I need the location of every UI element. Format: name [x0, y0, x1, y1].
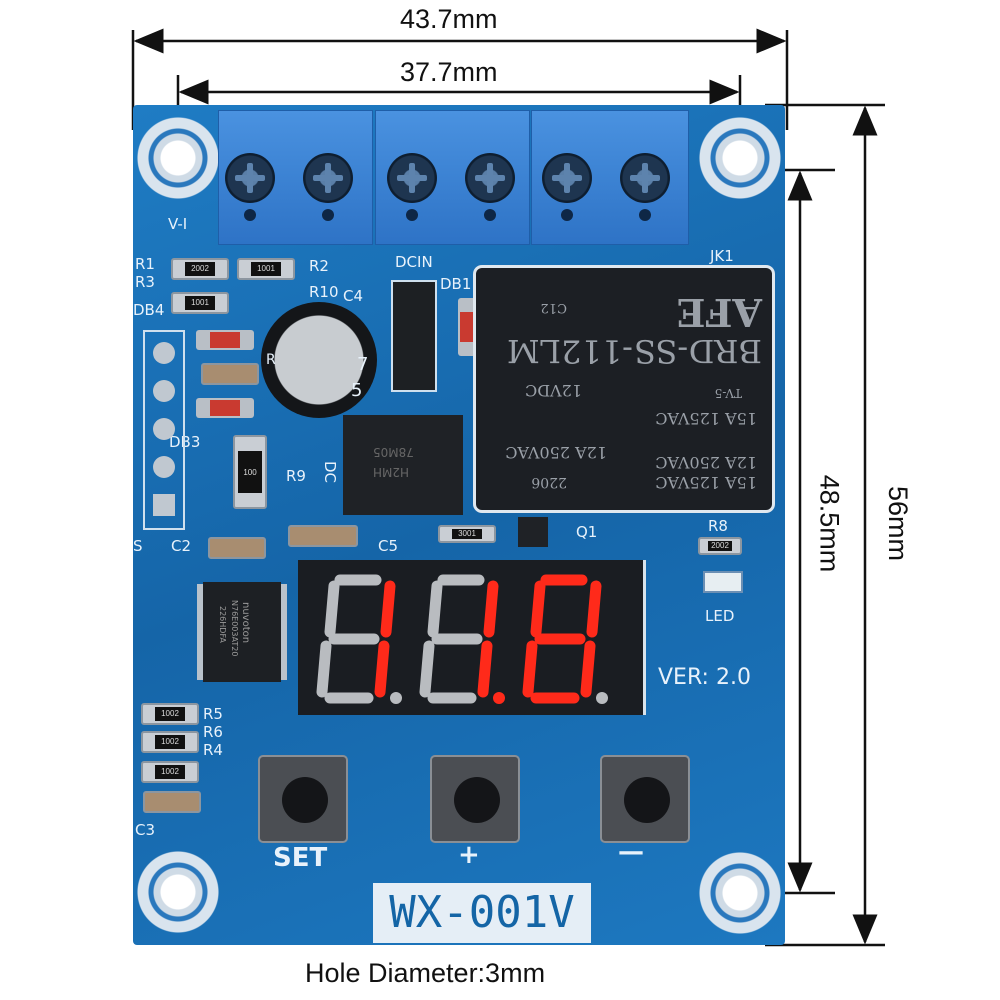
header-pins — [143, 330, 185, 530]
terminal-screw[interactable] — [387, 153, 437, 203]
microcontroller-chip: nuvoton N76E003AT20 226HDFA — [203, 582, 281, 682]
capacitor-smd — [201, 363, 259, 385]
terminal-screw[interactable] — [225, 153, 275, 203]
resistor: 1002 — [141, 703, 199, 725]
silk-label: R4 — [203, 741, 223, 759]
segment-e — [419, 640, 435, 698]
wire-hole — [484, 209, 496, 221]
silk-label: R2 — [309, 257, 329, 275]
terminal-screw[interactable] — [542, 153, 592, 203]
overall-height-label: 56mm — [883, 485, 914, 562]
silk-label: V-I — [168, 215, 188, 233]
terminal-screw[interactable] — [465, 153, 515, 203]
resistor: 1002 — [141, 761, 199, 783]
silk-label: R3 — [135, 273, 155, 291]
silk-label: JK1 — [710, 247, 734, 265]
wire-hole — [322, 209, 334, 221]
wire-hole — [244, 209, 256, 221]
silk-label: R5 — [203, 705, 223, 723]
set-button-label: SET — [273, 843, 328, 873]
voltage-regulator: 78M05 H2MH — [343, 415, 463, 515]
decimal-point — [596, 692, 608, 704]
minus-button[interactable] — [600, 755, 690, 843]
segment-b — [483, 580, 499, 638]
segment-f — [427, 580, 443, 638]
hole-spacing-height-label: 48.5mm — [814, 474, 845, 573]
diode — [196, 398, 254, 418]
seven-segment-display — [298, 560, 646, 715]
model-label: WX-001V — [373, 883, 591, 943]
segment-b — [586, 580, 602, 638]
version-label: VER: 2.0 — [658, 665, 751, 690]
segment-c — [477, 640, 493, 698]
silk-label: R6 — [203, 723, 223, 741]
wire-hole — [639, 209, 651, 221]
silk-label: R1 — [135, 255, 155, 273]
segment-c — [580, 640, 596, 698]
silk-label: C4 — [343, 287, 364, 305]
resistor: 3001 — [438, 525, 496, 543]
silk-label: C2 — [171, 537, 192, 555]
diode — [458, 298, 478, 356]
silk-label: DC — [321, 460, 340, 484]
silk-label: C5 — [378, 537, 399, 555]
mounting-hole — [698, 116, 782, 200]
segment-f — [324, 580, 340, 638]
segment-f — [530, 580, 546, 638]
electrolytic-capacitor: R 7 5 — [261, 302, 377, 418]
diode — [196, 330, 254, 350]
transistor — [518, 517, 548, 547]
terminal-screw[interactable] — [303, 153, 353, 203]
plus-button[interactable] — [430, 755, 520, 843]
silk-label: DCIN — [395, 253, 433, 271]
resistor: 1002 — [141, 731, 199, 753]
silk-label: DB4 — [133, 301, 165, 319]
set-button[interactable] — [258, 755, 348, 843]
mounting-hole — [136, 850, 220, 934]
led — [703, 571, 743, 593]
silk-label: DB1 — [440, 275, 472, 293]
silk-label: C3 — [135, 821, 156, 839]
resistor: 1001 — [237, 258, 295, 280]
relay: AFE BRD-SS-112LM C12 12VDC TV-5 15A 125V… — [476, 268, 772, 510]
decimal-point — [493, 692, 505, 704]
decimal-point — [390, 692, 402, 704]
silk-label: R9 — [286, 467, 306, 485]
mounting-hole — [136, 116, 220, 200]
mounting-hole — [698, 851, 782, 935]
segment-e — [316, 640, 332, 698]
silk-label: Q1 — [576, 523, 598, 541]
resistor: 2002 — [171, 258, 229, 280]
overall-width-label: 43.7mm — [400, 4, 498, 34]
capacitor-smd — [143, 791, 201, 813]
capacitor-smd — [288, 525, 358, 547]
hole-spacing-width-label: 37.7mm — [400, 57, 498, 87]
display-digits — [316, 574, 608, 704]
resistor: 2002 — [698, 537, 742, 555]
dc-input-component — [391, 280, 437, 392]
resistor: 1001 — [171, 292, 229, 314]
silk-label: LED — [705, 607, 735, 625]
pcb-board: V-I R1 R3 DB4 R2 R10 C4 DCIN DB1 JK1 DB3… — [133, 105, 785, 945]
segment-c — [374, 640, 390, 698]
plus-button-label: + — [458, 840, 480, 870]
segment-b — [380, 580, 396, 638]
silk-label: R10 — [309, 283, 339, 301]
wire-hole — [406, 209, 418, 221]
resistor: 100 — [233, 435, 267, 509]
silk-label: S — [133, 537, 143, 555]
minus-button-label: — — [618, 837, 644, 867]
silk-label: R8 — [708, 517, 728, 535]
terminal-screw[interactable] — [620, 153, 670, 203]
hole-diameter-label: Hole Diameter:3mm — [305, 958, 546, 988]
capacitor-smd — [208, 537, 266, 559]
segment-e — [522, 640, 538, 698]
wire-hole — [561, 209, 573, 221]
